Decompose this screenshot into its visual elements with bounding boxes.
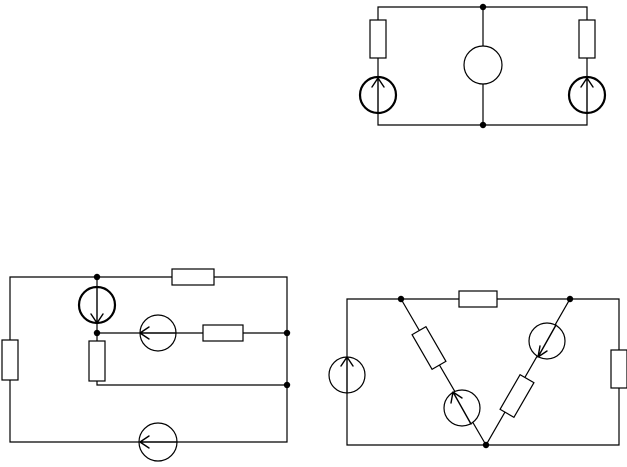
resistor xyxy=(171,268,215,286)
node xyxy=(482,441,490,449)
resistor xyxy=(202,324,244,342)
resistor xyxy=(369,19,387,59)
node xyxy=(566,295,574,303)
node xyxy=(397,295,405,303)
resistor xyxy=(458,290,498,308)
resistor xyxy=(610,349,627,389)
resistor xyxy=(499,373,535,419)
current-source xyxy=(139,314,177,352)
wire xyxy=(346,298,620,446)
resistor xyxy=(88,340,106,382)
current-source xyxy=(77,285,117,325)
voltage-source xyxy=(463,45,503,85)
node xyxy=(93,329,101,337)
current-source xyxy=(328,356,366,394)
node xyxy=(283,381,291,389)
current-source xyxy=(528,322,566,360)
node xyxy=(283,329,291,337)
node xyxy=(479,3,487,11)
resistor xyxy=(411,325,447,371)
current-source xyxy=(138,422,178,462)
circuit-top xyxy=(358,3,607,129)
circuit-bottom-left xyxy=(1,268,291,462)
current-source xyxy=(443,389,481,427)
resistor xyxy=(1,339,19,381)
circuit-bottom-right xyxy=(328,290,627,449)
resistor xyxy=(578,19,596,59)
current-source xyxy=(567,75,607,115)
node xyxy=(93,273,101,281)
current-source xyxy=(358,75,398,115)
wire xyxy=(9,276,288,443)
node xyxy=(479,121,487,129)
